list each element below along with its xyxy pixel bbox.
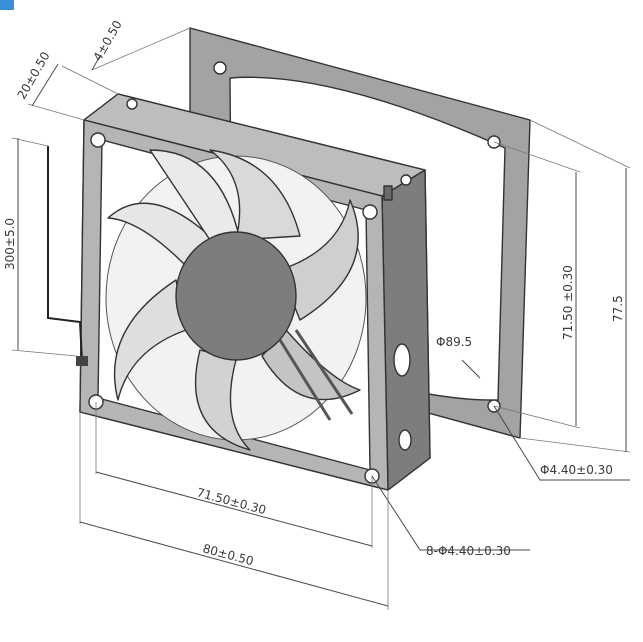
impeller <box>105 149 367 451</box>
hole-tr <box>362 204 378 220</box>
dimension-lines <box>11 27 631 610</box>
dim-hole-diameter-guard: Φ4.40±0.30 <box>540 463 613 477</box>
blade-5 <box>113 279 187 401</box>
dim-cable-length: 300±5.0 <box>3 218 17 270</box>
corner-accent <box>0 0 14 10</box>
blade-7 <box>149 149 241 241</box>
dim-hole-count-diameter: 8-Φ4.40±0.30 <box>426 544 511 558</box>
dim-thickness: 20±0.50 <box>14 49 52 101</box>
cable <box>47 146 83 361</box>
gasket-hole-tl <box>213 61 227 75</box>
cable-connector <box>76 356 88 366</box>
dim-inner-diameter: Φ89.5 <box>436 335 472 349</box>
dim-hole-pitch-horizontal: 71.50±0.30 <box>195 485 267 517</box>
blade-6 <box>107 202 215 265</box>
struts <box>278 329 354 421</box>
blade-1 <box>209 149 301 241</box>
blade-4 <box>194 349 251 451</box>
dim-flange: 4±0.50 <box>90 18 124 63</box>
hub <box>175 231 297 361</box>
dim-overall-width: 80±0.50 <box>201 541 255 568</box>
hole-tl <box>90 132 106 148</box>
dim-overall-height: 77.5 <box>611 295 625 322</box>
dim-hole-pitch-vertical: 71.50 ±0.30 <box>561 265 575 340</box>
blade-2 <box>279 199 359 321</box>
